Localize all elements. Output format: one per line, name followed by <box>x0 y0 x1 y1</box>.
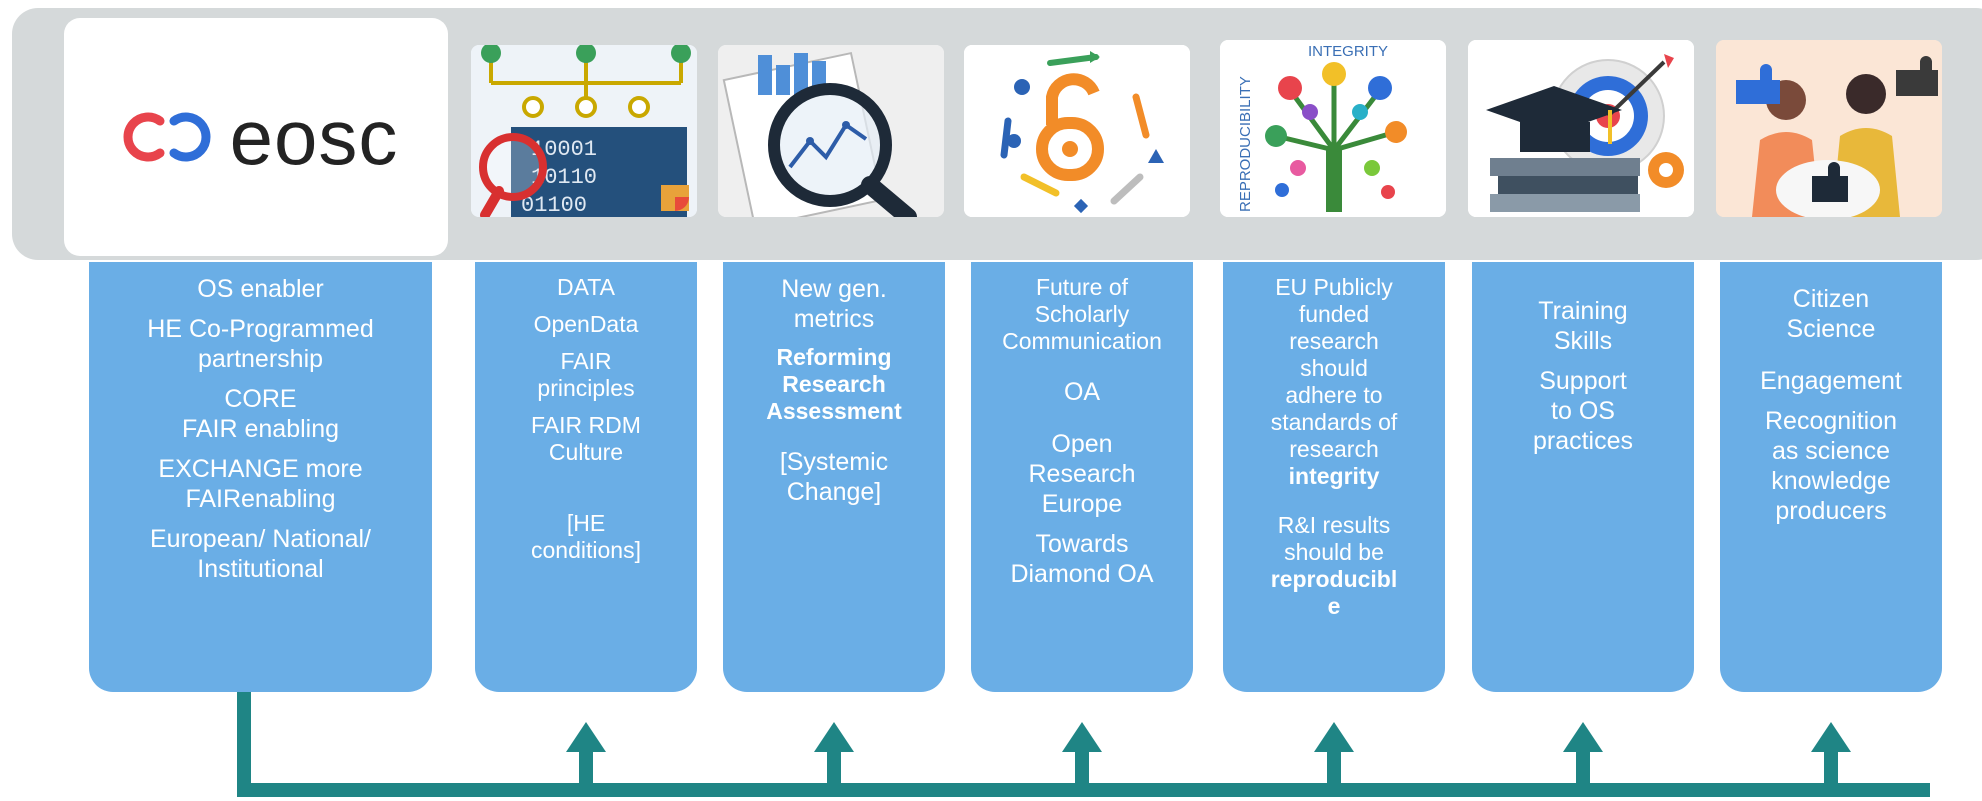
integrity-line-5: adhere to <box>1285 382 1383 408</box>
integrity-line-9: R&I results <box>1277 512 1391 538</box>
column-eosc: OS enabler HE Co-Programmed partnership … <box>89 262 432 692</box>
citizen-line-3: Engagement <box>1760 367 1902 395</box>
column-citizen: Citizen Science Engagement Recognition a… <box>1720 262 1942 692</box>
eosc-line-6: EXCHANGE more <box>158 455 363 483</box>
training-line-5: practices <box>1532 427 1634 455</box>
communication-line-3: Communication <box>1002 328 1162 354</box>
eosc-logo-text: eosc <box>229 93 399 181</box>
data-line-3: FAIR <box>560 348 612 374</box>
integrity-line-6: standards of <box>1270 409 1398 435</box>
connector-line <box>237 692 1930 797</box>
communication-line-5: Open <box>1051 430 1113 458</box>
column-training: Training Skills Support to OS practices <box>1472 262 1694 692</box>
integrity-line-7: research <box>1289 436 1379 462</box>
citizen-science-image <box>1716 40 1942 217</box>
eosc-line-1: OS enabler <box>197 275 324 303</box>
data-line-6: Culture <box>548 439 624 465</box>
data-line-8: conditions] <box>531 537 641 563</box>
metrics-line-1: New gen. <box>781 275 887 303</box>
column-integrity: EU Publicly funded research should adher… <box>1223 262 1445 692</box>
citizen-line-6: knowledge <box>1771 467 1891 495</box>
training-target-icon <box>1468 40 1694 217</box>
metrics-line-6: [Systemic <box>779 448 889 476</box>
communication-line-8: Towards <box>1035 530 1129 558</box>
communication-line-7: Europe <box>1041 490 1123 518</box>
metrics-line-2: metrics <box>793 305 875 333</box>
reproducibility-label: REPRODUCIBILITY <box>1237 76 1254 212</box>
citizen-line-1: Citizen <box>1792 285 1870 313</box>
eosc-line-4: CORE <box>224 385 297 413</box>
arrow-communication <box>1062 722 1102 792</box>
metrics-line-4: Research <box>782 371 886 397</box>
arrow-data <box>566 722 606 792</box>
citizen-line-4: Recognition <box>1764 407 1898 435</box>
integrity-image: INTEGRITY REPRODUCIBILITY <box>1220 40 1446 217</box>
eosc-line-3: partnership <box>197 345 324 373</box>
integrity-line-11: reproducibl <box>1270 566 1398 592</box>
open-access-image <box>964 45 1190 217</box>
metrics-line-5: Assessment <box>766 398 902 424</box>
data-line-2: OpenData <box>533 311 639 337</box>
metrics-line-7: Change] <box>786 478 882 506</box>
open-access-icon <box>964 45 1190 217</box>
arrow-integrity <box>1314 722 1354 792</box>
eosc-line-5: FAIR enabling <box>181 415 340 443</box>
integrity-label: INTEGRITY <box>1308 43 1388 60</box>
arrow-training <box>1563 722 1603 792</box>
data-analysis-image: 10001 10110 01100 <box>471 45 697 217</box>
column-metrics: New gen. metrics Reforming Research Asse… <box>723 262 945 692</box>
integrity-line-8: integrity <box>1288 463 1380 489</box>
binary-text-3: 01100 <box>521 193 587 217</box>
communication-line-9: Diamond OA <box>1010 560 1154 588</box>
citizen-line-2: Science <box>1786 315 1876 343</box>
citizen-line-7: producers <box>1775 497 1887 525</box>
integrity-line-10: should be <box>1284 539 1384 565</box>
citizen-science-puzzle-icon <box>1716 40 1942 217</box>
column-data: DATA OpenData FAIR principles FAIR RDM C… <box>475 262 697 692</box>
eosc-line-7: FAIRenabling <box>185 485 336 513</box>
metrics-line-3: Reforming <box>776 344 892 370</box>
data-line-4: principles <box>537 375 635 401</box>
communication-line-4: OA <box>1063 378 1101 406</box>
communication-line-6: Research <box>1028 460 1136 488</box>
eosc-line-9: Institutional <box>197 555 324 583</box>
metrics-image <box>718 45 944 217</box>
training-line-2: Skills <box>1553 327 1613 355</box>
citizen-line-5: as science <box>1771 437 1891 465</box>
training-line-4: to OS <box>1551 397 1615 425</box>
data-line-5: FAIR RDM <box>531 412 641 438</box>
eosc-line-2: HE Co-Programmed <box>147 315 374 343</box>
integrity-line-2: funded <box>1298 301 1370 327</box>
eosc-rings-icon <box>123 112 211 162</box>
data-line-7: [HE <box>566 510 606 536</box>
arrow-metrics <box>814 722 854 792</box>
communication-line-2: Scholarly <box>1034 301 1130 327</box>
integrity-tree-icon: INTEGRITY REPRODUCIBILITY <box>1220 40 1446 217</box>
integrity-line-1: EU Publicly <box>1275 274 1393 300</box>
data-line-1: DATA <box>557 274 615 300</box>
metrics-magnifier-icon <box>718 45 944 217</box>
eosc-logo-card: eosc <box>64 18 448 256</box>
integrity-line-12: e <box>1327 593 1341 619</box>
integrity-line-3: research <box>1289 328 1379 354</box>
training-line-1: Training <box>1538 297 1628 325</box>
eosc-logo: eosc <box>114 98 399 176</box>
training-image <box>1468 40 1694 217</box>
training-line-3: Support <box>1539 367 1627 395</box>
communication-line-1: Future of <box>1035 274 1129 300</box>
data-analysis-icon: 10001 10110 01100 <box>471 45 697 217</box>
column-communication: Future of Scholarly Communication OA Ope… <box>971 262 1193 692</box>
integrity-line-4: should <box>1300 355 1368 381</box>
arrow-citizen <box>1811 722 1851 792</box>
eosc-line-8: European/ National/ <box>150 525 371 553</box>
